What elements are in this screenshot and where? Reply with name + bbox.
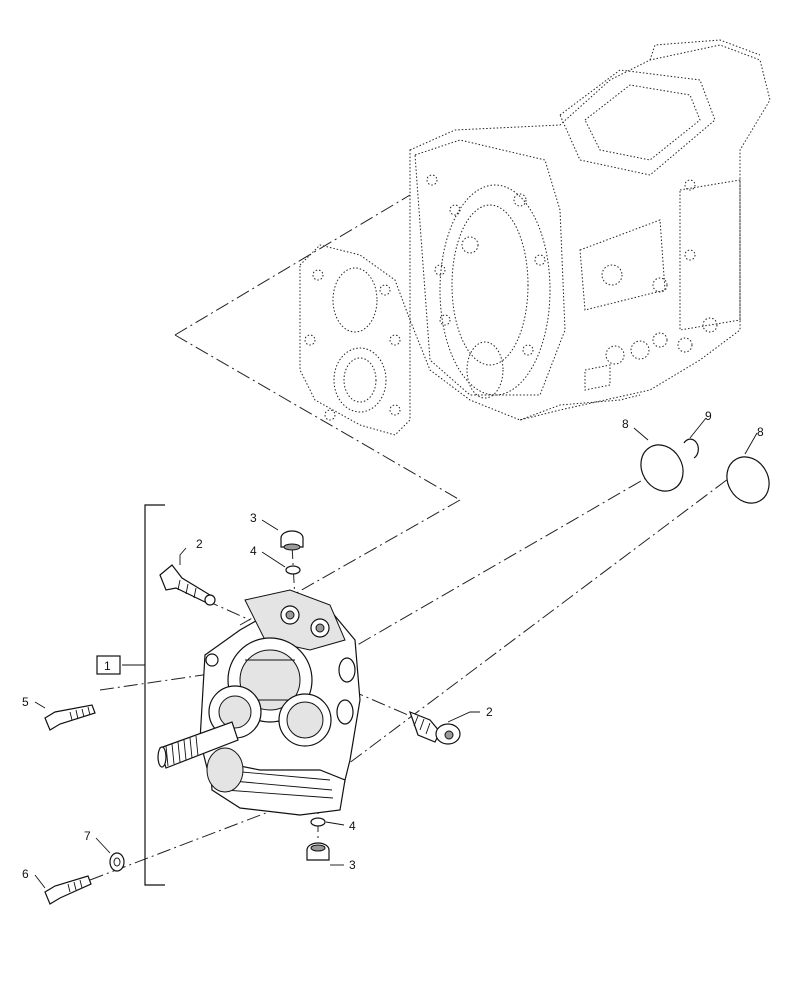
callout-8-left: 8 [622,417,629,431]
callout-leaders [34,417,758,889]
callout-8-right: 8 [757,425,764,439]
hydraulic-pump [157,589,361,816]
callout-1: 1 [104,659,111,673]
callout-3-lower: 3 [349,858,356,872]
assembly-bracket [144,504,165,886]
part-4-oring-lower [310,817,326,827]
callout-6: 6 [22,867,29,881]
part-9-snap-ring [683,438,699,459]
callout-box-1 [96,655,121,675]
part-8-oring-right [726,456,770,504]
callout-9: 9 [705,409,712,423]
transmission-housing [299,39,771,436]
callout-5: 5 [22,695,29,709]
part-4-oring-upper [285,565,301,575]
part-3-plug-upper [280,530,304,551]
callout-4-lower: 4 [349,819,356,833]
part-2-fitting-right [409,710,461,745]
part-7-washer [109,852,125,872]
part-8-oring-left [640,444,684,492]
callout-7: 7 [84,829,91,843]
callout-4-upper: 4 [250,544,257,558]
alignment-lines [89,194,741,881]
part-2-fitting-upper [159,564,216,606]
part-5-bolt [44,704,96,731]
part-3-plug-lower [306,842,330,861]
callout-3-upper: 3 [250,511,257,525]
callout-2-right: 2 [486,705,493,719]
callout-2-upper: 2 [196,537,203,551]
part-6-bolt [44,875,92,905]
